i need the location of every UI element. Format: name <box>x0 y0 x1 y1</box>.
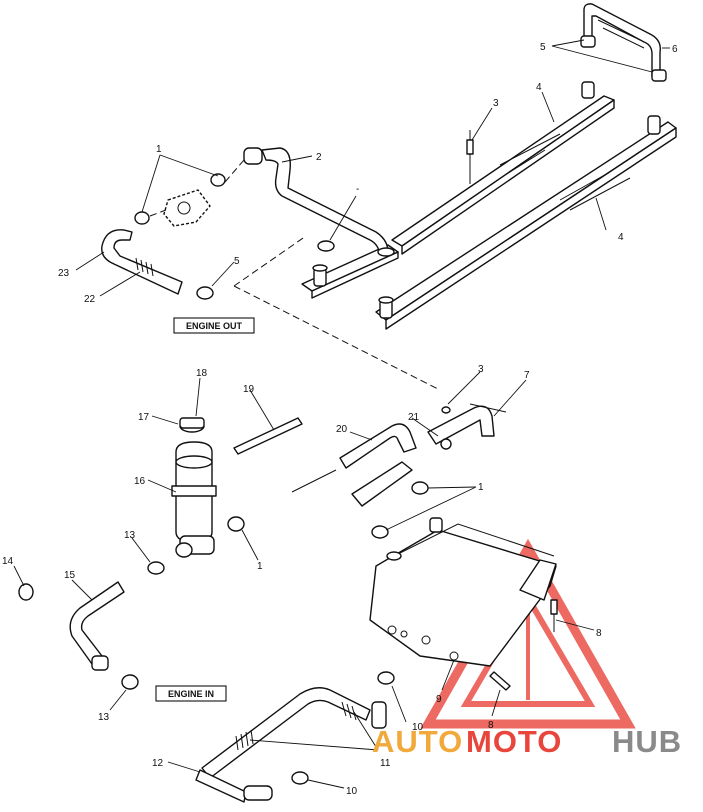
callout-12: 12 <box>152 758 164 769</box>
callout-7: 7 <box>524 370 530 381</box>
watermark-text: AUTO MOTO HUB <box>372 724 682 759</box>
callout-16: 16 <box>134 476 146 487</box>
callout-23: 23 <box>58 268 70 279</box>
callout-dash: - <box>356 184 359 195</box>
callout-2: 2 <box>316 152 322 163</box>
watermark-moto: MOTO <box>466 724 562 759</box>
callout-17: 17 <box>138 412 150 423</box>
hose-22-23 <box>101 229 214 300</box>
callout-22: 22 <box>84 294 96 305</box>
engine-in-label-box: ENGINE IN <box>155 685 227 702</box>
leader-lines <box>13 39 670 789</box>
routing-line <box>233 235 441 391</box>
callout-11: 11 <box>380 758 391 769</box>
callout-14: 14 <box>2 556 14 567</box>
callout-3-top: 3 <box>493 98 499 109</box>
heat-exchanger-upper <box>301 81 615 299</box>
callout-10-low: 10 <box>346 786 358 797</box>
thermostat-connector <box>134 159 245 227</box>
callout-numbers: 1 2 3 4 4 5 6 - 23 22 5 18 19 17 16 13 1… <box>2 42 678 797</box>
hose-7 <box>427 403 507 450</box>
engine-in-label: ENGINE IN <box>168 689 214 699</box>
callout-10-mid: 10 <box>412 722 424 733</box>
coolant-reservoir <box>147 417 245 575</box>
callout-6: 6 <box>672 44 678 55</box>
callout-1-tank: 1 <box>257 561 263 572</box>
callout-5-left: 5 <box>234 256 240 267</box>
callout-4-lower: 4 <box>618 232 624 243</box>
callout-5-top: 5 <box>540 42 546 53</box>
callout-19: 19 <box>243 384 255 395</box>
hose-20 <box>291 423 429 539</box>
callout-8-right: 8 <box>596 628 602 639</box>
bolts <box>466 130 558 691</box>
callout-4-upper: 4 <box>536 82 542 93</box>
hose-15 <box>18 581 139 690</box>
callout-21: 21 <box>408 412 420 423</box>
hose-2 <box>243 147 395 257</box>
heat-exchanger-lower <box>375 115 677 330</box>
callout-15: 15 <box>64 570 76 581</box>
callout-1-mid: 1 <box>478 482 484 493</box>
callout-9: 9 <box>436 694 442 705</box>
callout-13-low: 13 <box>98 712 110 723</box>
bypass-hose <box>580 3 667 82</box>
watermark-hub: HUB <box>612 724 682 759</box>
callout-20: 20 <box>336 424 348 435</box>
engine-out-label: ENGINE OUT <box>186 321 243 331</box>
engine-out-label-box: ENGINE OUT <box>173 317 255 334</box>
callout-1-top: 1 <box>156 144 162 155</box>
watermark-auto: AUTO <box>372 724 463 759</box>
tube-19 <box>233 417 303 455</box>
callout-8-low: 8 <box>488 720 494 731</box>
callout-18: 18 <box>196 368 208 379</box>
callout-13: 13 <box>124 530 136 541</box>
callout-3-mid: 3 <box>478 364 484 375</box>
surge-tank <box>369 517 557 667</box>
hose-11-12 <box>195 671 395 803</box>
